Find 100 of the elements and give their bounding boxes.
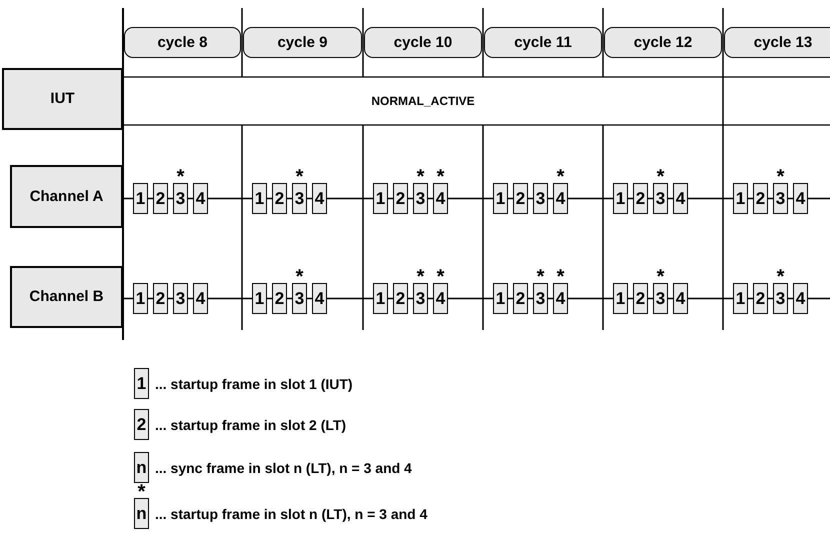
frame-box: 1 <box>252 183 267 214</box>
channel-line <box>808 198 830 200</box>
asterisk-mark: * <box>416 167 426 187</box>
frame-box: 4 <box>193 283 208 314</box>
frame-box: 1 <box>133 183 148 214</box>
channel-line <box>287 198 292 200</box>
asterisk-mark: * <box>776 167 786 187</box>
channel-line <box>808 298 830 300</box>
asterisk-mark: * <box>436 167 446 187</box>
frame-box: 2 <box>513 183 528 214</box>
channel-line <box>528 198 533 200</box>
channel-line <box>148 298 153 300</box>
legend-text: ... startup frame in slot 1 (IUT) <box>155 376 353 392</box>
channel-line <box>408 198 413 200</box>
channel-line <box>287 298 292 300</box>
frame-box: 2 <box>513 283 528 314</box>
cycle-tab: cycle 10 <box>364 27 482 58</box>
frame-box: 1 <box>613 183 628 214</box>
frame-box: 2 <box>753 283 768 314</box>
state-label: NORMAL_ACTIVE <box>124 78 722 124</box>
frame-box: 3 <box>173 283 188 314</box>
frame-box: 1 <box>134 368 149 399</box>
frame-box: 4 <box>312 283 327 314</box>
cycle-tab: cycle 9 <box>243 27 362 58</box>
frame-box: 4 <box>673 183 688 214</box>
frame-box: 2 <box>272 183 287 214</box>
channel-line <box>188 298 193 300</box>
channel-line <box>648 298 653 300</box>
channel-line <box>768 198 773 200</box>
channel-line <box>768 298 773 300</box>
channel-line <box>668 298 673 300</box>
frame-box: 1 <box>733 283 748 314</box>
channel-line <box>568 298 613 300</box>
channel-line <box>788 298 793 300</box>
cycle-tab: cycle 13 <box>724 27 830 58</box>
asterisk-mark: * <box>656 267 666 287</box>
frame-box: 2 <box>272 283 287 314</box>
channel-line <box>428 198 433 200</box>
frame-box: 4 <box>673 283 688 314</box>
asterisk-mark: * <box>556 267 566 287</box>
channel-line <box>148 198 153 200</box>
channel-line <box>748 198 753 200</box>
channel-line <box>628 198 633 200</box>
frame-box: 2 <box>153 183 168 214</box>
channel-line <box>688 198 733 200</box>
frame-box: 2 <box>393 283 408 314</box>
frame-box: n <box>134 452 149 483</box>
frame-box: 2 <box>134 409 149 440</box>
channel-line <box>327 298 373 300</box>
channel-line <box>408 298 413 300</box>
asterisk-mark: * <box>536 267 546 287</box>
channel-line <box>508 298 513 300</box>
channel-line <box>327 198 373 200</box>
asterisk-mark: * <box>556 167 566 187</box>
row-header: IUT <box>2 68 123 130</box>
asterisk-mark: * <box>294 267 304 287</box>
frame-box: 1 <box>133 283 148 314</box>
channel-line <box>388 298 393 300</box>
frame-box: 4 <box>193 183 208 214</box>
cycle-tab: cycle 8 <box>124 27 241 58</box>
channel-line <box>267 198 272 200</box>
frame-box: 2 <box>633 183 648 214</box>
frame-box: 2 <box>153 283 168 314</box>
frame-box: 1 <box>373 183 388 214</box>
asterisk-mark: * <box>176 167 186 187</box>
frame-box: 1 <box>252 283 267 314</box>
channel-line <box>548 298 553 300</box>
channel-line <box>528 298 533 300</box>
channel-line <box>428 298 433 300</box>
frame-box: 4 <box>312 183 327 214</box>
channel-line <box>188 198 193 200</box>
channel-line <box>208 198 252 200</box>
cycle-tab: cycle 11 <box>484 27 602 58</box>
channel-line <box>208 298 252 300</box>
channel-line <box>628 298 633 300</box>
channel-line <box>307 198 312 200</box>
frame-box: 1 <box>493 183 508 214</box>
channel-line <box>123 298 133 300</box>
frame-box: 3 <box>533 183 548 214</box>
asterisk-mark: * <box>776 267 786 287</box>
channel-line <box>267 298 272 300</box>
frame-box: 1 <box>733 183 748 214</box>
channel-line <box>688 298 733 300</box>
legend-text: ... startup frame in slot n (LT), n = 3 and 4 <box>155 506 428 522</box>
channel-line <box>748 298 753 300</box>
channel-line <box>168 198 173 200</box>
cycle-tab: cycle 12 <box>604 27 722 58</box>
frame-box: 1 <box>493 283 508 314</box>
row-header: Channel A <box>10 165 123 228</box>
asterisk-mark: * <box>294 167 304 187</box>
asterisk-mark: * <box>436 267 446 287</box>
asterisk-mark: * <box>656 167 666 187</box>
asterisk-mark: * <box>416 267 426 287</box>
channel-line <box>388 198 393 200</box>
channel-line <box>668 198 673 200</box>
frame-box: 4 <box>793 283 808 314</box>
row-header: Channel B <box>10 266 123 328</box>
legend-text: ... sync frame in slot n (LT), n = 3 and 4 <box>155 460 412 476</box>
frame-box: 2 <box>753 183 768 214</box>
channel-line <box>448 298 493 300</box>
